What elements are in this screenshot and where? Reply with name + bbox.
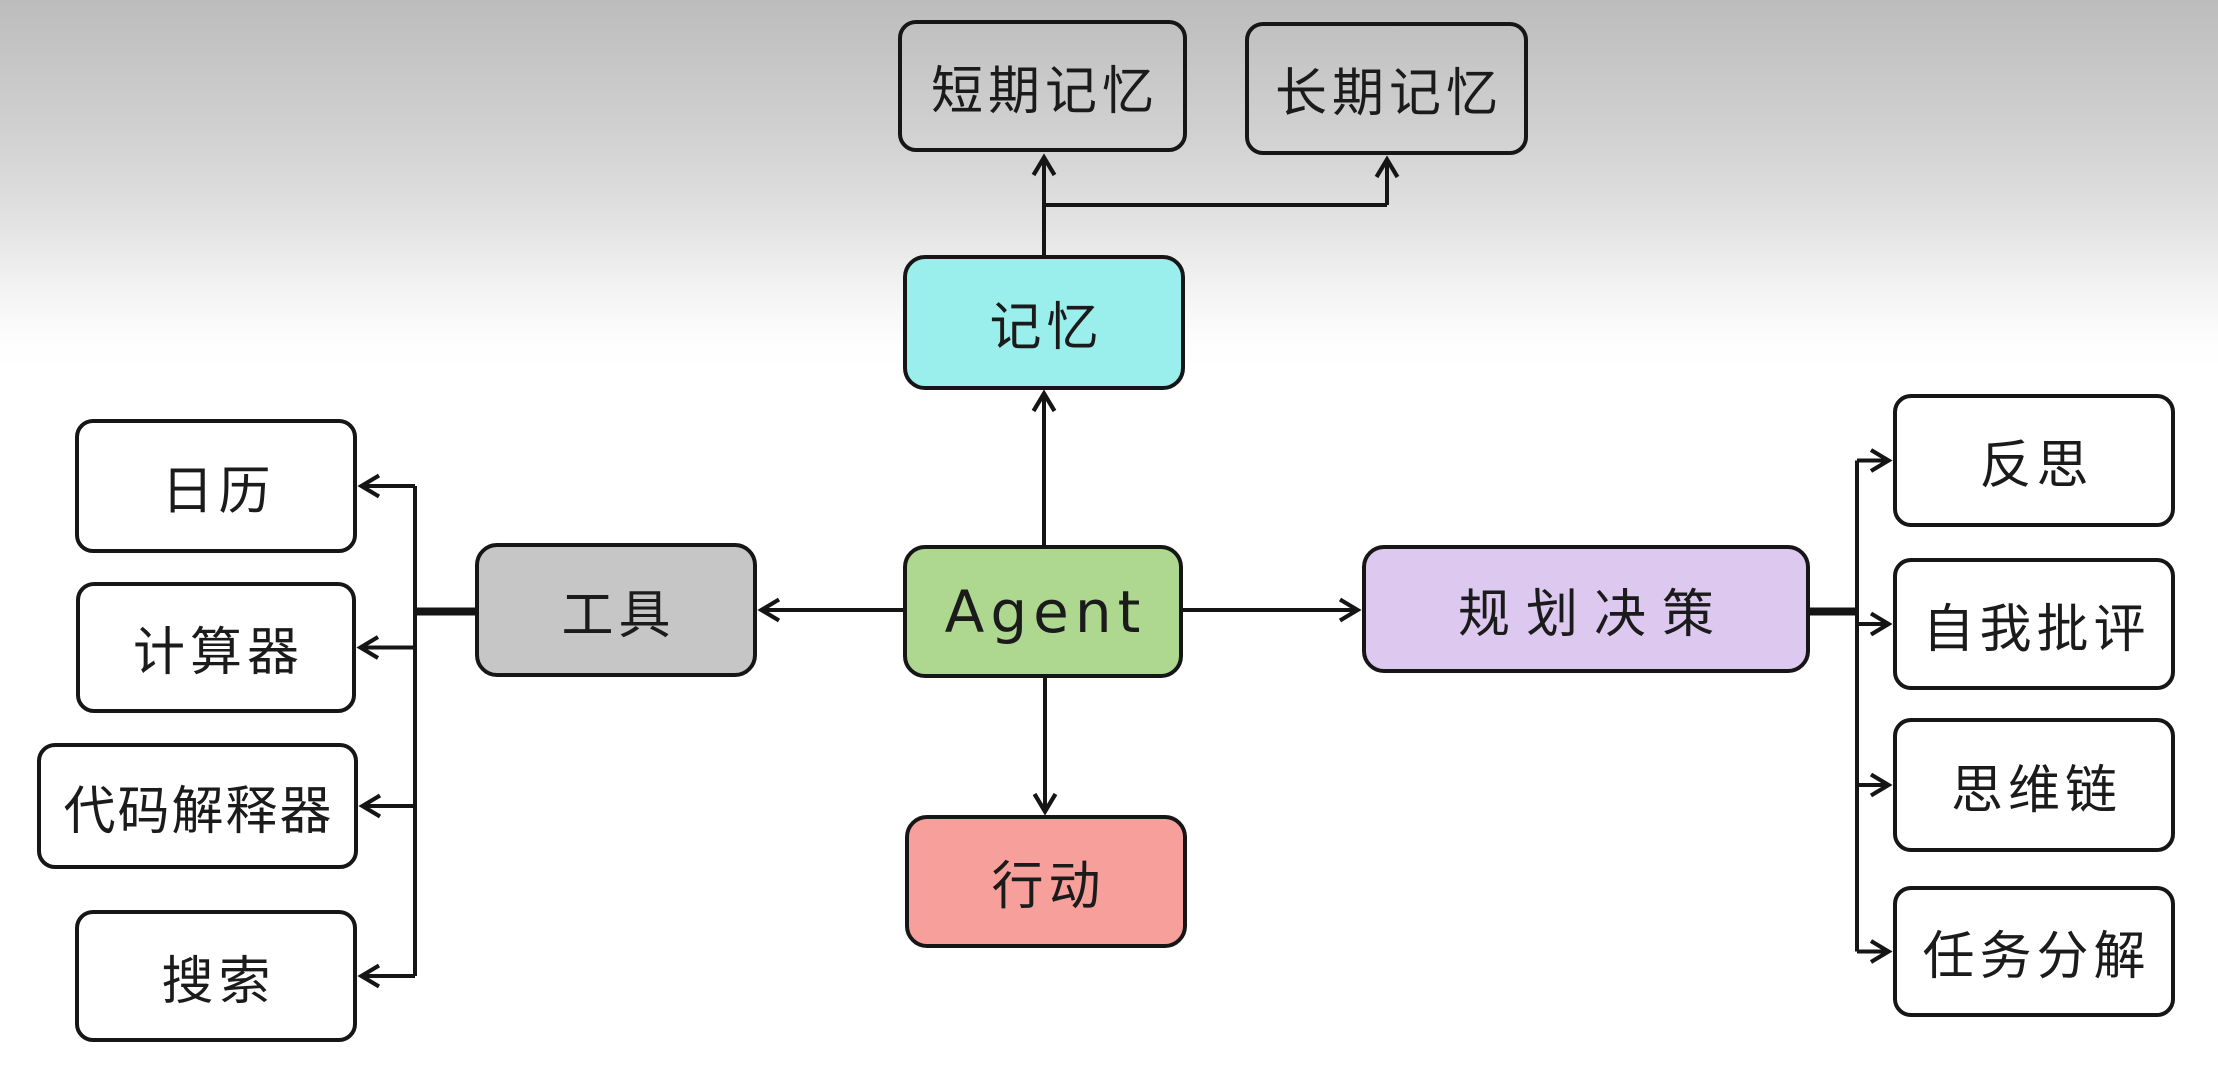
node-label: 短期记忆 xyxy=(930,61,1159,122)
node-label: 代码解释器 xyxy=(63,781,334,842)
node-label: 行动 xyxy=(991,857,1106,917)
node-chain-of-thought: 思维链 xyxy=(1893,718,2175,852)
node-label: 思维链 xyxy=(1950,760,2122,821)
node-task-decomposition: 任务分解 xyxy=(1893,886,2175,1017)
node-long-term-memory: 长期记忆 xyxy=(1245,22,1528,155)
node-search: 搜索 xyxy=(75,910,357,1042)
node-label: 反思 xyxy=(1979,436,2094,496)
node-reflection: 反思 xyxy=(1893,394,2175,527)
node-label: Agent xyxy=(944,577,1147,646)
node-label: 工具 xyxy=(561,585,676,646)
node-label: 日历 xyxy=(161,461,276,522)
node-label: 长期记忆 xyxy=(1274,64,1503,124)
node-calendar: 日历 xyxy=(75,419,357,553)
node-planning: 规划决策 xyxy=(1362,545,1810,673)
node-calculator: 计算器 xyxy=(76,582,356,713)
node-label: 计算器 xyxy=(132,623,304,683)
node-self-critique: 自我批评 xyxy=(1893,558,2175,690)
node-label: 记忆 xyxy=(989,298,1104,358)
node-label: 搜索 xyxy=(161,951,276,1012)
node-tools: 工具 xyxy=(475,543,757,677)
node-label: 规划决策 xyxy=(1457,584,1730,645)
node-agent: Agent xyxy=(903,545,1183,678)
node-action: 行动 xyxy=(905,815,1187,948)
node-memory: 记忆 xyxy=(903,255,1185,390)
node-code-interpreter: 代码解释器 xyxy=(37,743,358,869)
node-label: 自我批评 xyxy=(1922,599,2151,660)
node-short-term-memory: 短期记忆 xyxy=(898,20,1187,152)
node-label: 任务分解 xyxy=(1922,927,2151,987)
